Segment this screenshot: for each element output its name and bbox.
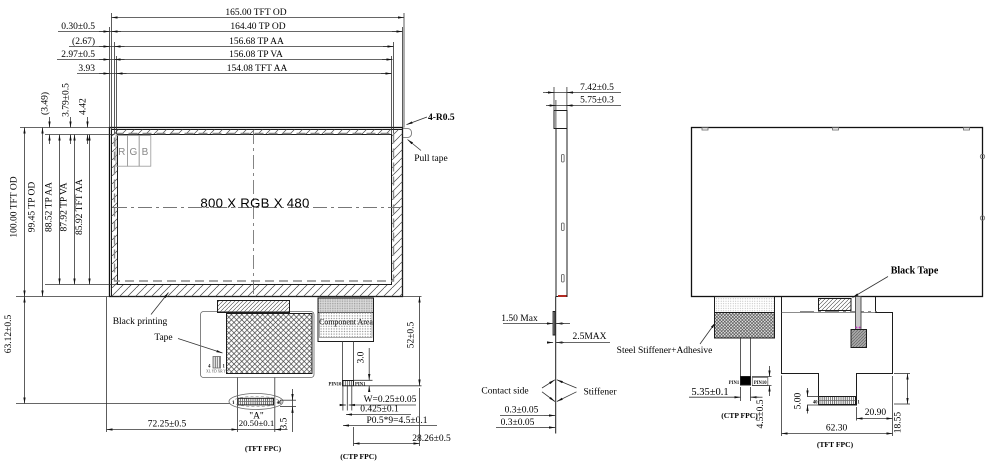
svg-text:PIN1: PIN1 <box>355 382 366 387</box>
svg-text:7.42±0.5: 7.42±0.5 <box>580 83 614 93</box>
svg-text:52±0.5: 52±0.5 <box>406 321 416 348</box>
svg-text:4: 4 <box>208 365 211 370</box>
svg-text:2.97±0.5: 2.97±0.5 <box>61 50 95 60</box>
svg-text:Component Area: Component Area <box>319 318 373 327</box>
svg-text:Tape: Tape <box>154 333 172 343</box>
svg-text:Black Tape: Black Tape <box>891 266 939 277</box>
svg-text:1.50 Max: 1.50 Max <box>501 314 538 324</box>
svg-text:3.5: 3.5 <box>279 417 289 429</box>
svg-text:4.5±0.5: 4.5±0.5 <box>756 399 766 428</box>
svg-text:87.92 TP VA: 87.92 TP VA <box>59 182 69 231</box>
svg-text:Steel Stiffener+Adhesive: Steel Stiffener+Adhesive <box>617 345 713 356</box>
svg-text:62.30: 62.30 <box>826 424 848 434</box>
svg-text:(TFT FPC): (TFT FPC) <box>817 440 854 449</box>
svg-text:5.35±0.1: 5.35±0.1 <box>691 387 728 398</box>
svg-text:100.00 TFT OD: 100.00 TFT OD <box>9 176 19 237</box>
svg-text:99.45 TP OD: 99.45 TP OD <box>28 182 38 233</box>
svg-text:800 X RGB X 480: 800 X RGB X 480 <box>200 196 309 211</box>
svg-text:1: 1 <box>223 365 226 370</box>
svg-text:0.3±0.05: 0.3±0.05 <box>505 406 539 416</box>
svg-text:1: 1 <box>232 401 235 406</box>
svg-text:0.425±0.1: 0.425±0.1 <box>360 405 399 415</box>
svg-text:154.08 TFT AA: 154.08 TFT AA <box>227 64 288 74</box>
svg-text:2.5MAX: 2.5MAX <box>572 332 606 342</box>
svg-text:G: G <box>130 147 138 158</box>
svg-text:18.55: 18.55 <box>893 412 903 434</box>
svg-text:88.52 TP AA: 88.52 TP AA <box>45 182 55 232</box>
svg-text:W=0.25±0.05: W=0.25±0.05 <box>364 395 417 405</box>
svg-text:5.00: 5.00 <box>794 392 804 409</box>
svg-text:4.42: 4.42 <box>79 98 89 115</box>
svg-text:20.50±0.1: 20.50±0.1 <box>239 418 275 428</box>
svg-text:P0.5*9=4.5±0.1: P0.5*9=4.5±0.1 <box>367 416 428 426</box>
svg-text:40: 40 <box>813 400 818 405</box>
svg-text:PIN10: PIN10 <box>754 381 767 386</box>
svg-text:Contact side: Contact side <box>481 387 528 397</box>
svg-text:Pull tape: Pull tape <box>414 154 448 164</box>
svg-text:40: 40 <box>277 401 282 406</box>
svg-text:1: 1 <box>857 400 860 405</box>
svg-text:PIN1: PIN1 <box>729 381 740 386</box>
svg-text:164.40 TP OD: 164.40 TP OD <box>230 22 285 32</box>
svg-text:156.68 TP AA: 156.68 TP AA <box>229 37 284 47</box>
svg-text:B: B <box>142 147 149 158</box>
svg-text:20.90: 20.90 <box>865 408 887 418</box>
svg-text:0.30±0.5: 0.30±0.5 <box>61 22 95 32</box>
svg-text:156.08 TP VA: 156.08 TP VA <box>229 50 283 60</box>
svg-text:R: R <box>118 147 125 158</box>
svg-text:4-R0.5: 4-R0.5 <box>428 113 455 123</box>
svg-text:3.79±0.5: 3.79±0.5 <box>62 83 72 117</box>
svg-text:3.93: 3.93 <box>78 64 95 74</box>
svg-text:0.3±0.05: 0.3±0.05 <box>501 418 535 428</box>
svg-text:"A": "A" <box>249 411 264 421</box>
svg-text:PIN10: PIN10 <box>329 382 342 387</box>
svg-text:Stiffener: Stiffener <box>583 387 617 398</box>
svg-text:(2.67): (2.67) <box>72 36 95 47</box>
svg-text:63.12±0.5: 63.12±0.5 <box>4 315 14 354</box>
svg-text:(CTP FPC): (CTP FPC) <box>340 452 377 461</box>
svg-text:5.75±0.3: 5.75±0.3 <box>580 96 614 106</box>
svg-text:28.26±0.5: 28.26±0.5 <box>412 434 451 444</box>
svg-text:(3.49): (3.49) <box>40 92 51 115</box>
svg-text:(CTP FPC): (CTP FPC) <box>721 411 758 420</box>
svg-text:(TFT FPC): (TFT FPC) <box>245 444 282 453</box>
svg-text:85.92 TFT AA: 85.92 TFT AA <box>75 179 85 235</box>
svg-text:3.0: 3.0 <box>357 351 367 363</box>
svg-text:Black printing: Black printing <box>113 317 168 327</box>
svg-text:XL YD XR YU: XL YD XR YU <box>206 369 229 373</box>
svg-text:165.00 TFT OD: 165.00 TFT OD <box>225 8 286 18</box>
svg-text:72.25±0.5: 72.25±0.5 <box>148 420 187 430</box>
